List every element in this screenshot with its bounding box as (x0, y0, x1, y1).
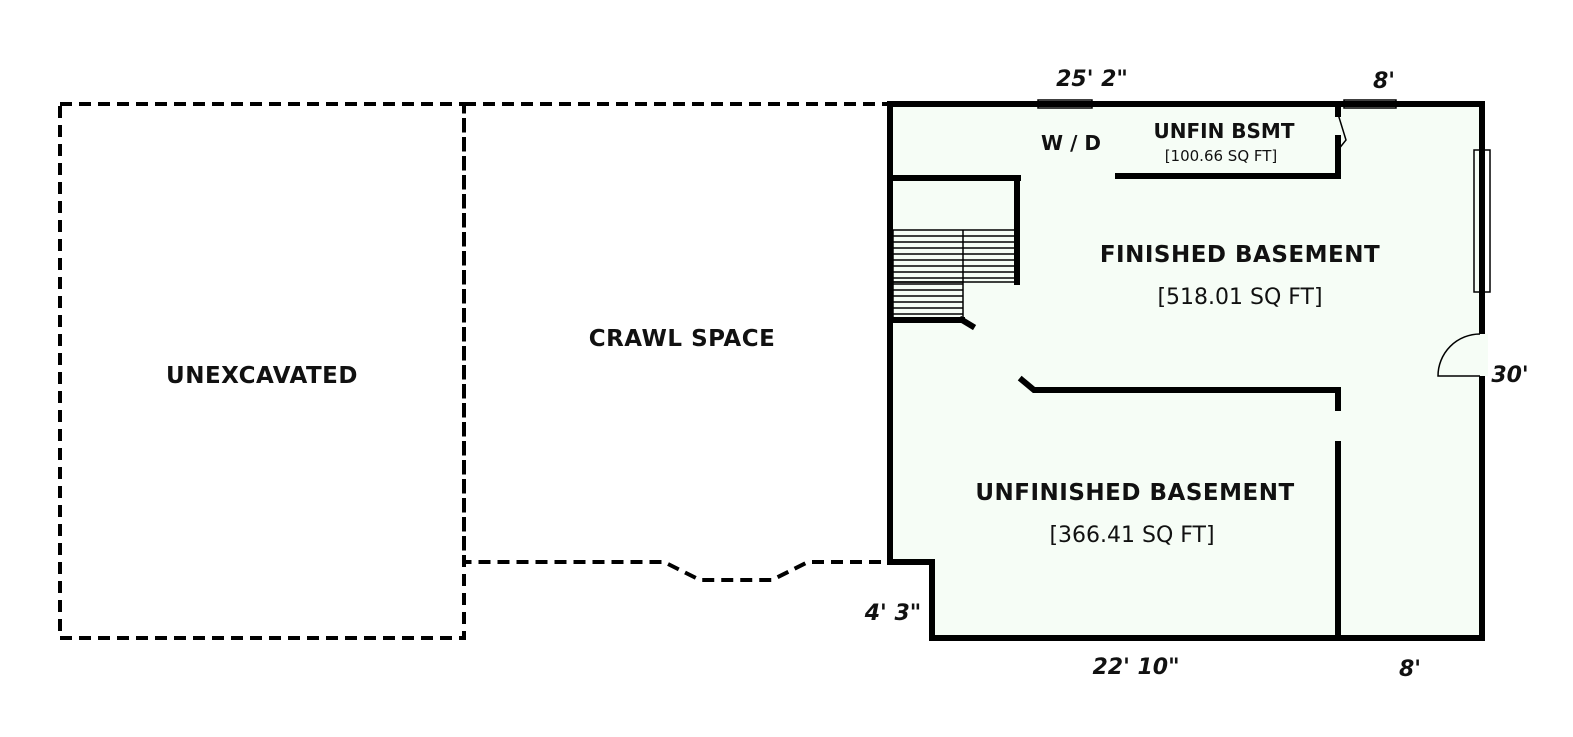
window-right (1473, 149, 1491, 293)
unfin-bsmt-label: UNFIN BSMT (1154, 119, 1295, 143)
dim-top-right: 8' (1373, 69, 1395, 94)
door-swing-right (1437, 333, 1481, 377)
laundry-label: W / D (1041, 131, 1101, 155)
unfin-bsmt-area: [100.66 SQ FT] (1165, 147, 1278, 165)
window-top-right (1343, 99, 1397, 109)
dim-top-main: 25' 2" (1056, 67, 1128, 92)
stair-treads (893, 230, 1017, 315)
exterior-wall (887, 101, 1485, 641)
wall-diagonal (957, 315, 977, 331)
finished-basement-label: FINISHED BASEMENT (1100, 242, 1380, 268)
window-top-left (1037, 99, 1093, 109)
finished-basement-area: [518.01 SQ FT] (1157, 285, 1322, 310)
crawl-space-label: CRAWL SPACE (589, 326, 776, 352)
dim-bottom-right: 8' (1399, 657, 1421, 682)
unexcavated-label: UNEXCAVATED (166, 363, 358, 389)
wall-unfin-bsmt (1115, 135, 1341, 179)
door-unfin-bsmt (1337, 113, 1347, 151)
basement-floor (890, 104, 1482, 638)
dim-step-left: 4' 3" (864, 601, 921, 626)
wall-mid (1017, 375, 1341, 411)
dim-bottom-main: 22' 10" (1092, 655, 1179, 680)
unfinished-basement-area: [366.41 SQ FT] (1049, 523, 1214, 548)
dim-right-side: 30' (1491, 363, 1528, 388)
unfinished-basement-label: UNFINISHED BASEMENT (975, 480, 1294, 506)
